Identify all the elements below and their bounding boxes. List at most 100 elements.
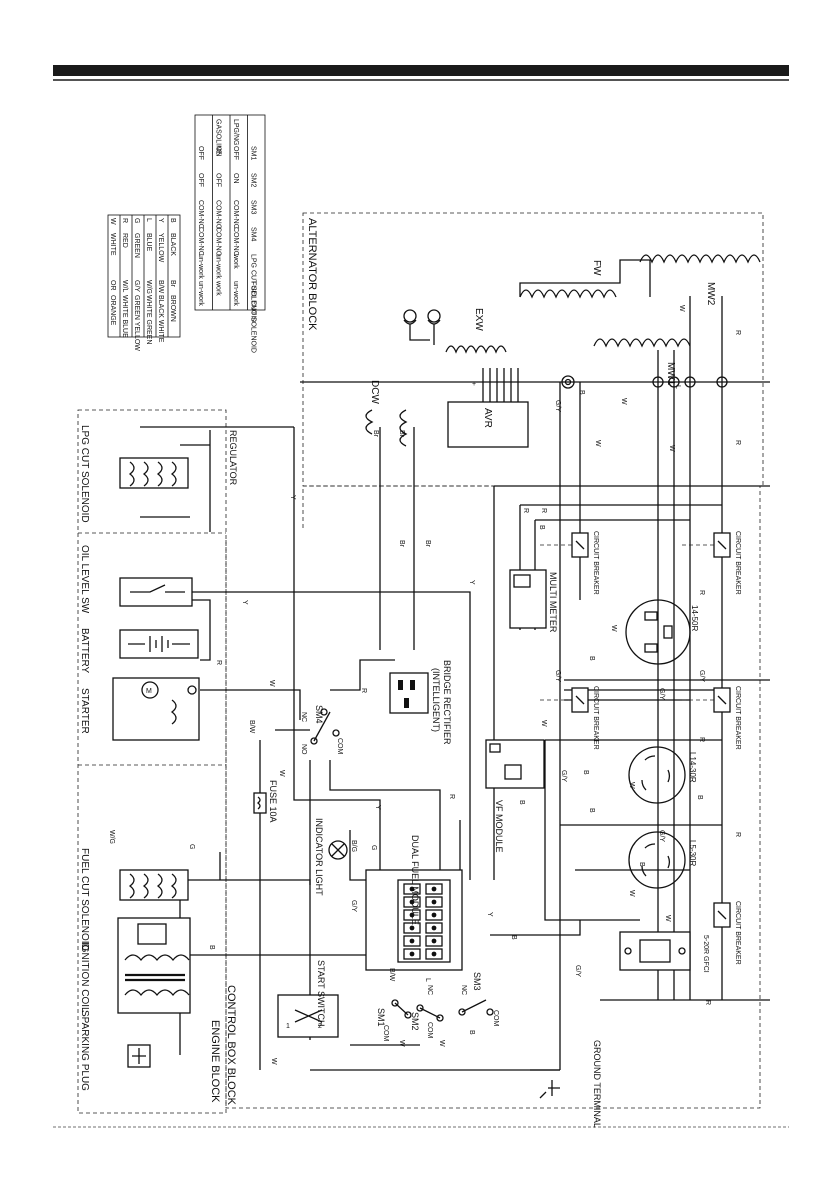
outlet-14-50r-label: 14-50R bbox=[690, 605, 699, 631]
mode-table-cell: COM-NC bbox=[232, 200, 239, 229]
color-code: B/W bbox=[157, 280, 164, 294]
outlet-l5-30r-label: L5-30R bbox=[688, 840, 697, 866]
color-code: R bbox=[121, 218, 128, 223]
wire-color-tag: B bbox=[582, 770, 589, 775]
sm3-com-label: COM bbox=[492, 1010, 499, 1027]
dual-fuel-module-pin-dot bbox=[431, 925, 437, 931]
avr-module: AVR + bbox=[447, 368, 529, 448]
wire-color-tag: R bbox=[215, 660, 222, 665]
outlet-l14-30r-label: L14-30R bbox=[688, 752, 697, 783]
mode-table-cell: ON bbox=[215, 146, 222, 157]
wire-color-tag: W bbox=[620, 398, 627, 405]
wire-color-tag: R bbox=[698, 590, 705, 595]
color-name: RED bbox=[121, 233, 128, 248]
alternator-block-outline bbox=[302, 212, 764, 487]
svg-text:M: M bbox=[146, 688, 152, 695]
sm4-label: SM4 bbox=[314, 705, 324, 724]
starter: M STARTER bbox=[79, 677, 200, 741]
wire-color-tag: W bbox=[398, 1040, 405, 1047]
sm3-label: SM3 bbox=[472, 972, 482, 991]
wire-color-tag: Br bbox=[398, 430, 405, 438]
alternator-block-title: ALTERNATOR BLOCK bbox=[306, 218, 318, 331]
ground-terminal-label: GROUND TERMINAL bbox=[592, 1040, 602, 1128]
dual-fuel-module-pin-dot bbox=[409, 938, 415, 944]
wire-color-tag: Y bbox=[374, 805, 381, 810]
color-name: WHITE bbox=[109, 233, 116, 256]
lpg-cut-solenoid: LPG CUT SOLENOID bbox=[79, 425, 189, 523]
mode-table-cell: FUEL CUT SOLENOID bbox=[250, 281, 257, 353]
mode-table-cell: LPG/NG bbox=[232, 119, 239, 145]
circuit-breaker-contact bbox=[575, 540, 585, 550]
mode-table-cell: LPG CUT SOLENOID bbox=[250, 254, 257, 322]
wire-color-tag: B bbox=[538, 525, 545, 530]
mode-table-cell: COM-NO bbox=[215, 227, 222, 257]
regulator: REGULATOR bbox=[228, 430, 238, 486]
fuse-10a: FUSE 10A bbox=[253, 780, 278, 823]
mode-table-cell: SM1 bbox=[250, 146, 257, 161]
wire-color-tag: B/W bbox=[248, 720, 255, 734]
mode-table-cell: COM-NC bbox=[197, 227, 204, 256]
wire-color-tag: Br bbox=[398, 540, 405, 548]
slip-ring-brushes bbox=[403, 309, 441, 345]
mw1-winding: MW1 bbox=[593, 338, 691, 386]
engine-block-outline bbox=[77, 409, 227, 1114]
wire-color-tag: Y bbox=[289, 495, 296, 500]
battery: BATTERY bbox=[79, 628, 199, 674]
bridge-rectifier-sub-label: (INTELLIGENT) bbox=[431, 668, 441, 732]
sparking-plug-label: SPARKING PLUG bbox=[79, 1010, 90, 1091]
color-name: GREEN YELLOW bbox=[133, 295, 140, 351]
mode-table-cell: un-work bbox=[215, 254, 222, 279]
avr-label: AVR bbox=[482, 408, 493, 428]
circuit-breaker-label: CIRCUIT BREAKER bbox=[734, 686, 741, 750]
lpg-cut-solenoid-label: LPG CUT SOLENOID bbox=[79, 425, 90, 523]
wire-color-tag: R bbox=[704, 1000, 711, 1005]
control-box-block-title: CONTROL BOX BLOCK bbox=[225, 985, 237, 1106]
wire-color-tag: G/Y bbox=[350, 900, 357, 912]
color-code: G/Y bbox=[133, 280, 140, 292]
wire-color-tag: W bbox=[628, 890, 635, 897]
wire-color-tag: G bbox=[188, 844, 195, 849]
mode-table-cell: COM-NC bbox=[197, 200, 204, 229]
svg-text:+: + bbox=[472, 381, 476, 388]
dual-fuel-module-pin-dot bbox=[431, 886, 437, 892]
wire-color-tag: G/Y bbox=[560, 770, 567, 782]
wire-color-tag: G/Y bbox=[658, 688, 665, 700]
wire-color-tag: W bbox=[270, 1058, 277, 1065]
vf-module: VF MODULE bbox=[485, 739, 545, 853]
exw-label: EXW bbox=[473, 308, 484, 331]
wire-color-tag: W bbox=[628, 782, 635, 789]
wire-color-tag: R bbox=[698, 737, 705, 742]
wire-color-tag: R bbox=[734, 440, 741, 445]
ignition-coil-label: IGNITION COIL bbox=[79, 942, 90, 1013]
mode-table-cell: SM2 bbox=[250, 173, 257, 188]
mode-table-cell: work bbox=[232, 253, 239, 269]
vf-module-label: VF MODULE bbox=[494, 800, 504, 853]
sm1-com-label: COM bbox=[382, 1025, 389, 1042]
sm2-label: SM2 bbox=[410, 1012, 420, 1031]
color-code: Br bbox=[169, 280, 176, 288]
fuel-cut-solenoid: FUEL CUT SOLENOID bbox=[79, 848, 189, 951]
wire-color-tag: B bbox=[468, 1030, 475, 1035]
wire-color-tag: G/Y bbox=[554, 400, 561, 412]
wire-color-tag: B bbox=[696, 795, 703, 800]
dual-fuel-module-pin-dot bbox=[409, 899, 415, 905]
wire-color-tag: R bbox=[540, 508, 547, 513]
dual-fuel-module-pin-dot bbox=[409, 951, 415, 957]
wire-color-tag: G/Y bbox=[658, 830, 665, 842]
battery-label: BATTERY bbox=[79, 628, 90, 674]
wire-color-tag: B/W bbox=[388, 968, 395, 982]
header-bar bbox=[53, 65, 789, 76]
wire-color-tag: W bbox=[668, 445, 675, 452]
sm2-switch: SM2 NC COM bbox=[410, 985, 444, 1039]
sm3-nc-label: NC bbox=[460, 985, 467, 995]
wire-color-tag: W bbox=[610, 625, 617, 632]
circuit-breaker-contact bbox=[717, 910, 727, 920]
fuel-cut-solenoid-label: FUEL CUT SOLENOID bbox=[79, 848, 90, 951]
dual-fuel-module-pin-dot bbox=[431, 912, 437, 918]
wire-color-tag: B bbox=[578, 390, 585, 395]
mode-table-cell: OFF bbox=[232, 146, 239, 160]
